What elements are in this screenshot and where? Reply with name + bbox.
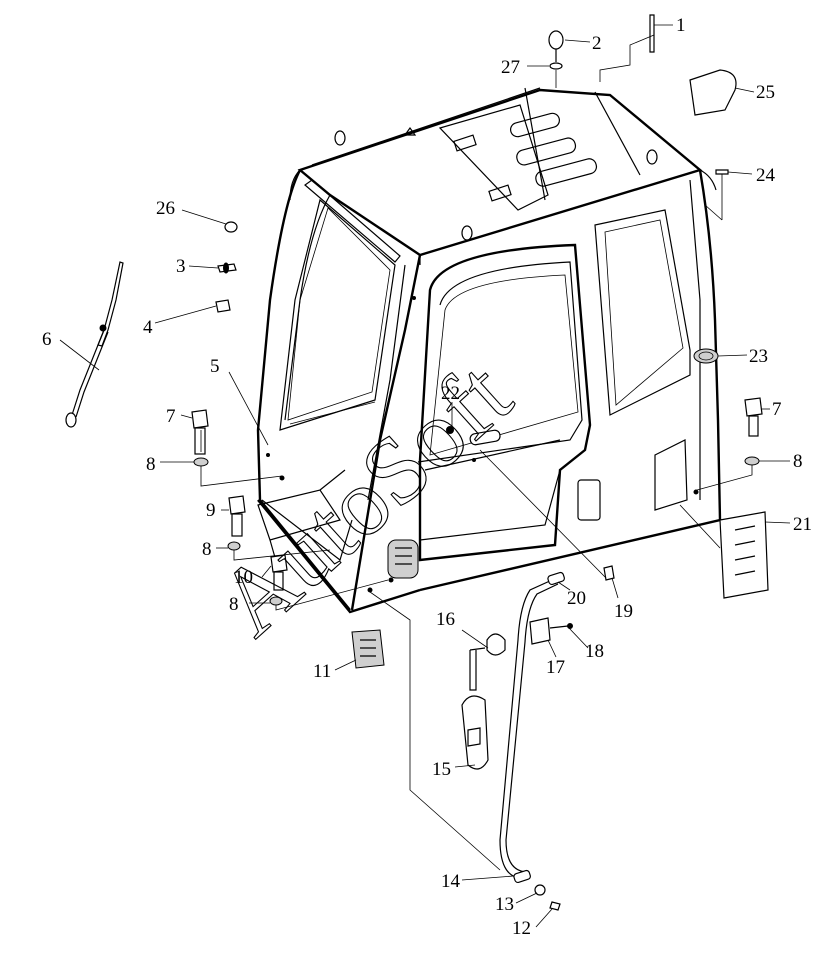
callout-8-middle: 8 — [202, 539, 212, 560]
callout-14: 14 — [441, 871, 461, 892]
loose-parts — [65, 14, 769, 911]
callout-24: 24 — [756, 165, 776, 186]
callout-16: 16 — [436, 609, 455, 630]
callout-22: 22 — [441, 383, 460, 404]
callout-9: 9 — [206, 500, 216, 521]
callout-19: 19 — [614, 601, 633, 622]
callout-12: 12 — [512, 918, 531, 939]
callout-7-right: 7 — [772, 399, 782, 420]
callout-8-upper-left: 8 — [146, 454, 156, 475]
callout-leaders — [59, 24, 791, 928]
callout-5: 5 — [210, 356, 220, 377]
callout-1: 1 — [676, 15, 686, 36]
callout-8-lower: 8 — [229, 594, 239, 615]
callout-4: 4 — [143, 317, 153, 338]
callout-10: 10 — [234, 567, 253, 588]
callout-21: 21 — [793, 514, 812, 535]
callout-2: 2 — [592, 33, 602, 54]
cab-body — [256, 87, 722, 614]
callout-8-right: 8 — [793, 451, 803, 472]
callout-7-left: 7 — [166, 406, 176, 427]
callout-15: 15 — [432, 759, 451, 780]
callout-27: 27 — [501, 57, 520, 78]
callout-25: 25 — [756, 82, 775, 103]
callout-6: 6 — [42, 329, 52, 350]
callout-labels: 1 2 3 4 5 6 7 7 8 8 8 8 9 10 11 12 13 14… — [42, 15, 812, 939]
callout-11: 11 — [313, 661, 331, 682]
callout-23: 23 — [749, 346, 768, 367]
callout-20: 20 — [567, 588, 586, 609]
callout-17: 17 — [546, 657, 565, 678]
callout-13: 13 — [495, 894, 514, 915]
callout-18: 18 — [585, 641, 604, 662]
callout-3: 3 — [176, 256, 186, 277]
callout-26: 26 — [156, 198, 175, 219]
